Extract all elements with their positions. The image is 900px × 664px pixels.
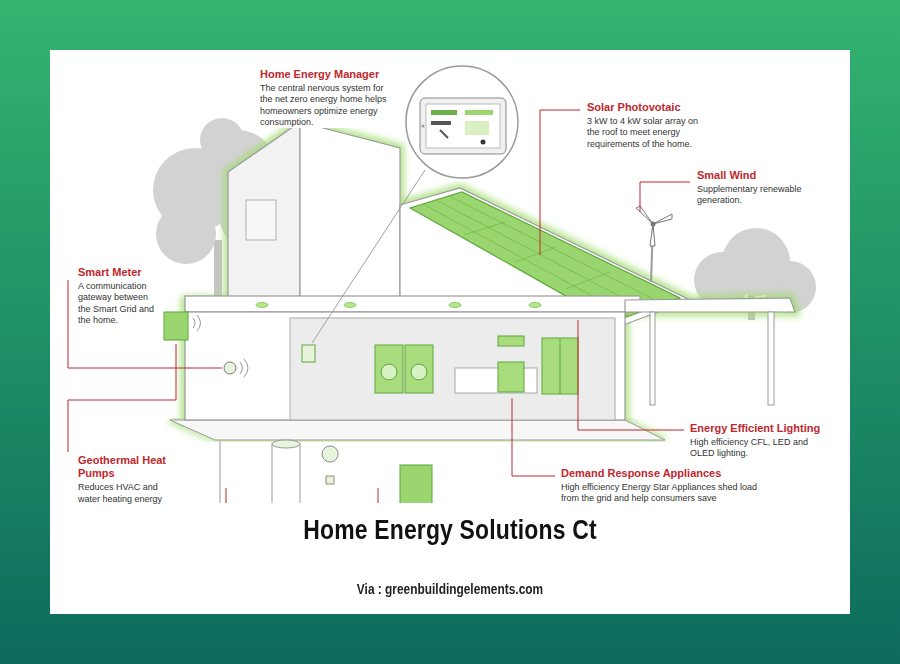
leader-line [68, 344, 176, 452]
callout-heading: Small Wind [697, 169, 837, 182]
leader-line [226, 488, 227, 503]
callout-text: High efficiency CFL, LED and OLED lighti… [690, 437, 824, 460]
callout-heading: Demand Response Appliances [561, 467, 791, 480]
ground-floor [185, 312, 625, 420]
house-illustration [411, 364, 427, 380]
house-illustration [440, 130, 448, 138]
solar-panel-grid [515, 247, 556, 262]
counter [455, 368, 537, 393]
source-caption: Via : greenbuildingelements.com [68, 581, 833, 597]
house-illustration [272, 440, 300, 448]
solar-panel-grid [566, 272, 610, 289]
solar-panel-grid [464, 222, 505, 235]
callout-text: The central nervous system for the net z… [260, 83, 394, 128]
tree [200, 118, 244, 162]
callout-heading: Solar Photovotaic [587, 101, 747, 114]
upper-wall [228, 122, 300, 298]
floor-slab [185, 296, 640, 312]
callout-heading: Energy Efficient Lighting [690, 422, 845, 435]
callout-heading: Geothermal Heat Pumps [78, 454, 170, 480]
leader-line [578, 320, 684, 430]
ceiling-light [344, 303, 356, 308]
wind-turbine-hub [651, 222, 656, 227]
window [246, 200, 276, 240]
callout-text: Reduces HVAC and water heating energy [78, 482, 174, 505]
callout-heading: Home Energy Manager [260, 68, 420, 81]
house-illustration [431, 121, 451, 125]
house-illustration [422, 125, 425, 128]
tree [156, 204, 216, 264]
magnifier-circle [406, 66, 518, 178]
ceiling-light [256, 303, 541, 308]
carport-post [650, 312, 655, 405]
house-illustration [560, 338, 561, 394]
callout-text: High efficiency Energy Star Appliances s… [561, 482, 769, 505]
house-illustration [481, 140, 486, 145]
callout-text: A communication gateway between the Smar… [78, 281, 156, 326]
solar-panel-grid [449, 196, 663, 304]
diagram-title: Home Energy Solutions Ct [68, 515, 833, 546]
ceiling-light [449, 303, 461, 308]
house-illustration [465, 121, 489, 135]
tree [214, 240, 222, 300]
appliance-box [400, 465, 432, 503]
callout-text: Supplementary renewable generation. [697, 184, 815, 207]
house-illustration [426, 104, 500, 148]
light-bulb [322, 446, 338, 484]
leader-line [540, 110, 580, 255]
callout-heading: Smart Meter [78, 266, 198, 279]
smart-meter [224, 362, 236, 374]
leader-line [640, 182, 690, 212]
heat-pump-unit [164, 312, 188, 340]
leader-line [68, 280, 222, 368]
callout-text: 3 kW to 4 kW solar array on the roof to … [587, 116, 705, 150]
cabinet [498, 336, 524, 346]
ceiling-light [529, 303, 541, 308]
house-illustration [465, 110, 493, 115]
signal-arc [240, 359, 248, 377]
white-panel [50, 50, 850, 614]
upper-wall [300, 122, 400, 298]
house-illustration [381, 364, 397, 380]
water-tank [272, 444, 300, 503]
leader-line [68, 110, 690, 503]
carport-roof [625, 298, 795, 312]
signal-arc [193, 315, 201, 331]
oven [498, 362, 524, 392]
pipe [219, 440, 221, 503]
leader-line [512, 398, 555, 476]
fridge [542, 338, 578, 394]
washer [375, 345, 403, 393]
wind-turbine-blade [636, 206, 672, 246]
solar-panel-grid [436, 200, 646, 310]
zoom-line [312, 170, 425, 343]
leader-line [378, 488, 379, 503]
carport-post [768, 312, 774, 405]
ceiling-light [256, 303, 268, 308]
dryer [405, 345, 433, 393]
thermostat [302, 345, 315, 362]
interior [290, 318, 615, 420]
tablet [420, 98, 506, 154]
house-illustration [431, 110, 457, 115]
